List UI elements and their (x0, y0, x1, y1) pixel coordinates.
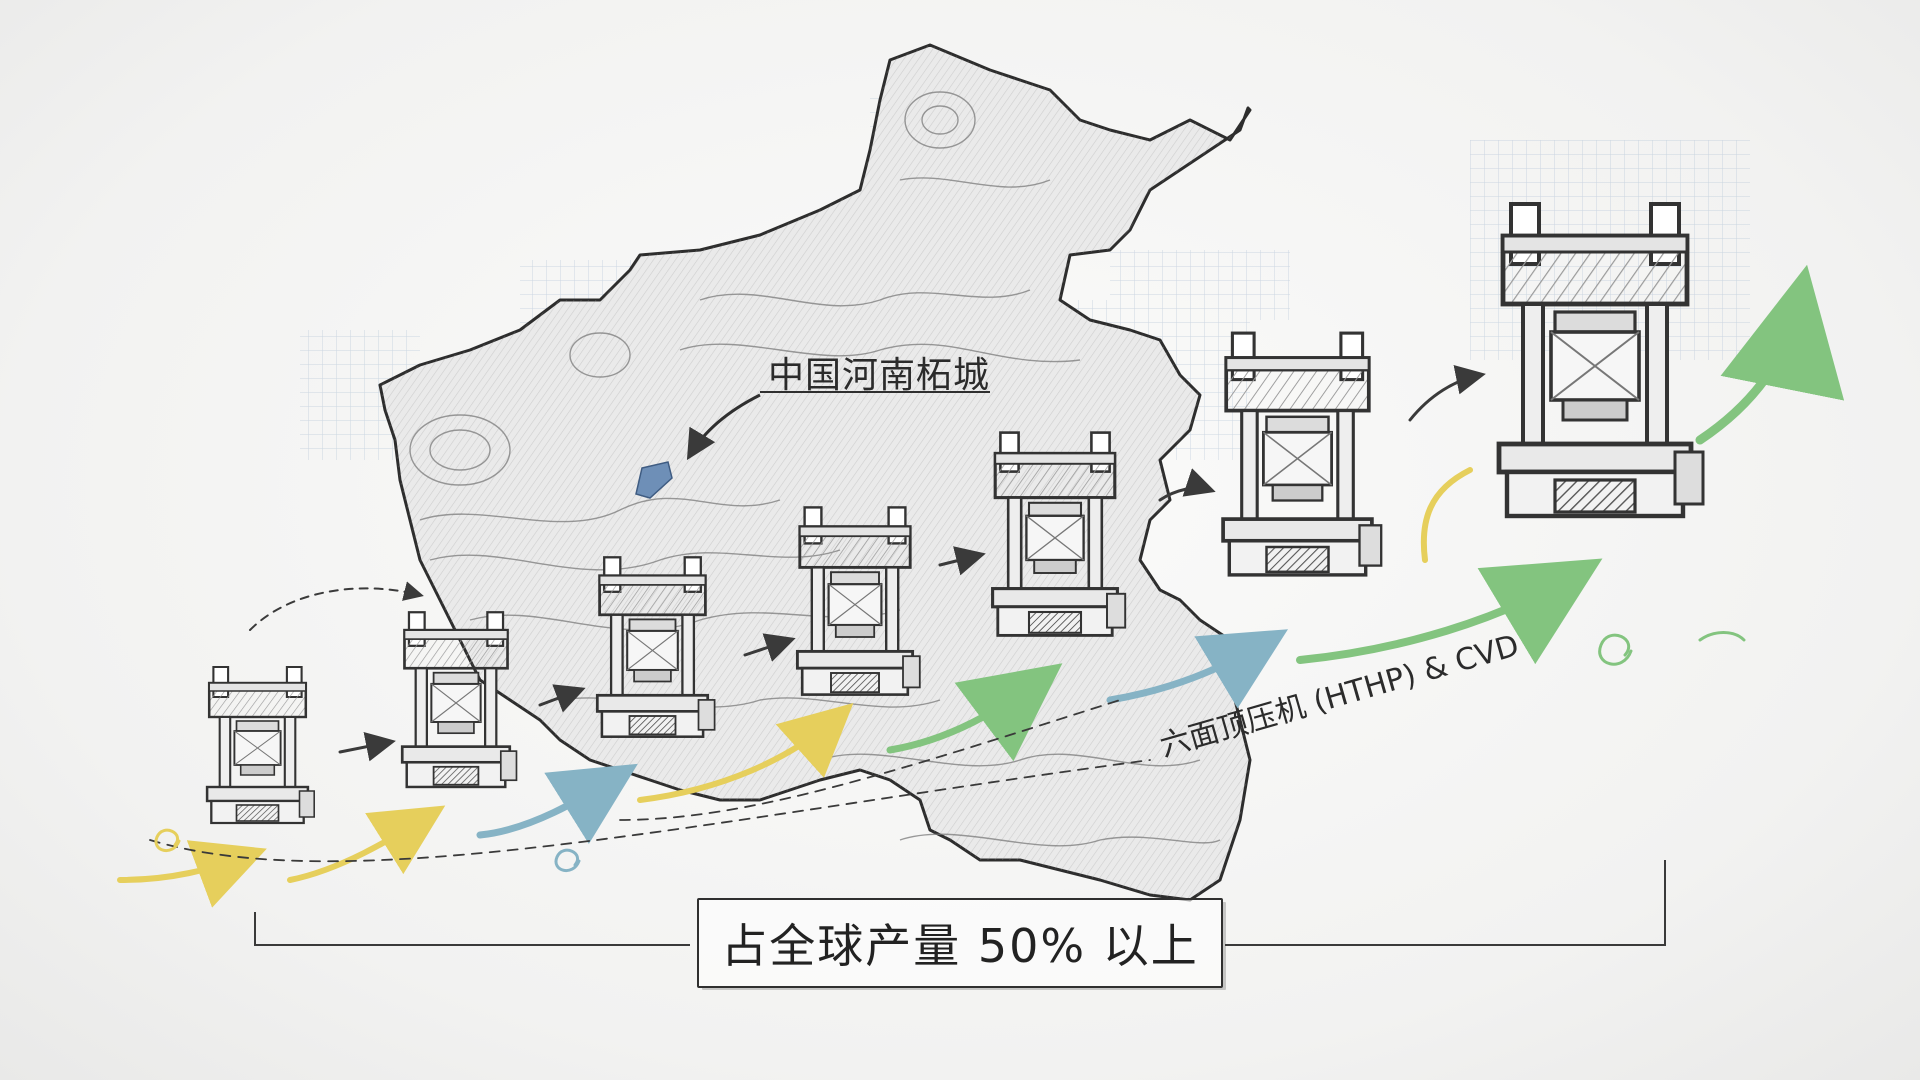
headline-text: 占全球产量 50% 以上 (721, 919, 1199, 973)
location-label: 中国河南柘城 (768, 355, 991, 396)
headline-box: 占全球产量 50% 以上 (697, 898, 1223, 988)
headline-bracket (254, 860, 1666, 946)
flow-arrows (117, 264, 1845, 908)
location-pointer-arrow (686, 393, 761, 461)
zhecheng-marker (635, 461, 673, 499)
